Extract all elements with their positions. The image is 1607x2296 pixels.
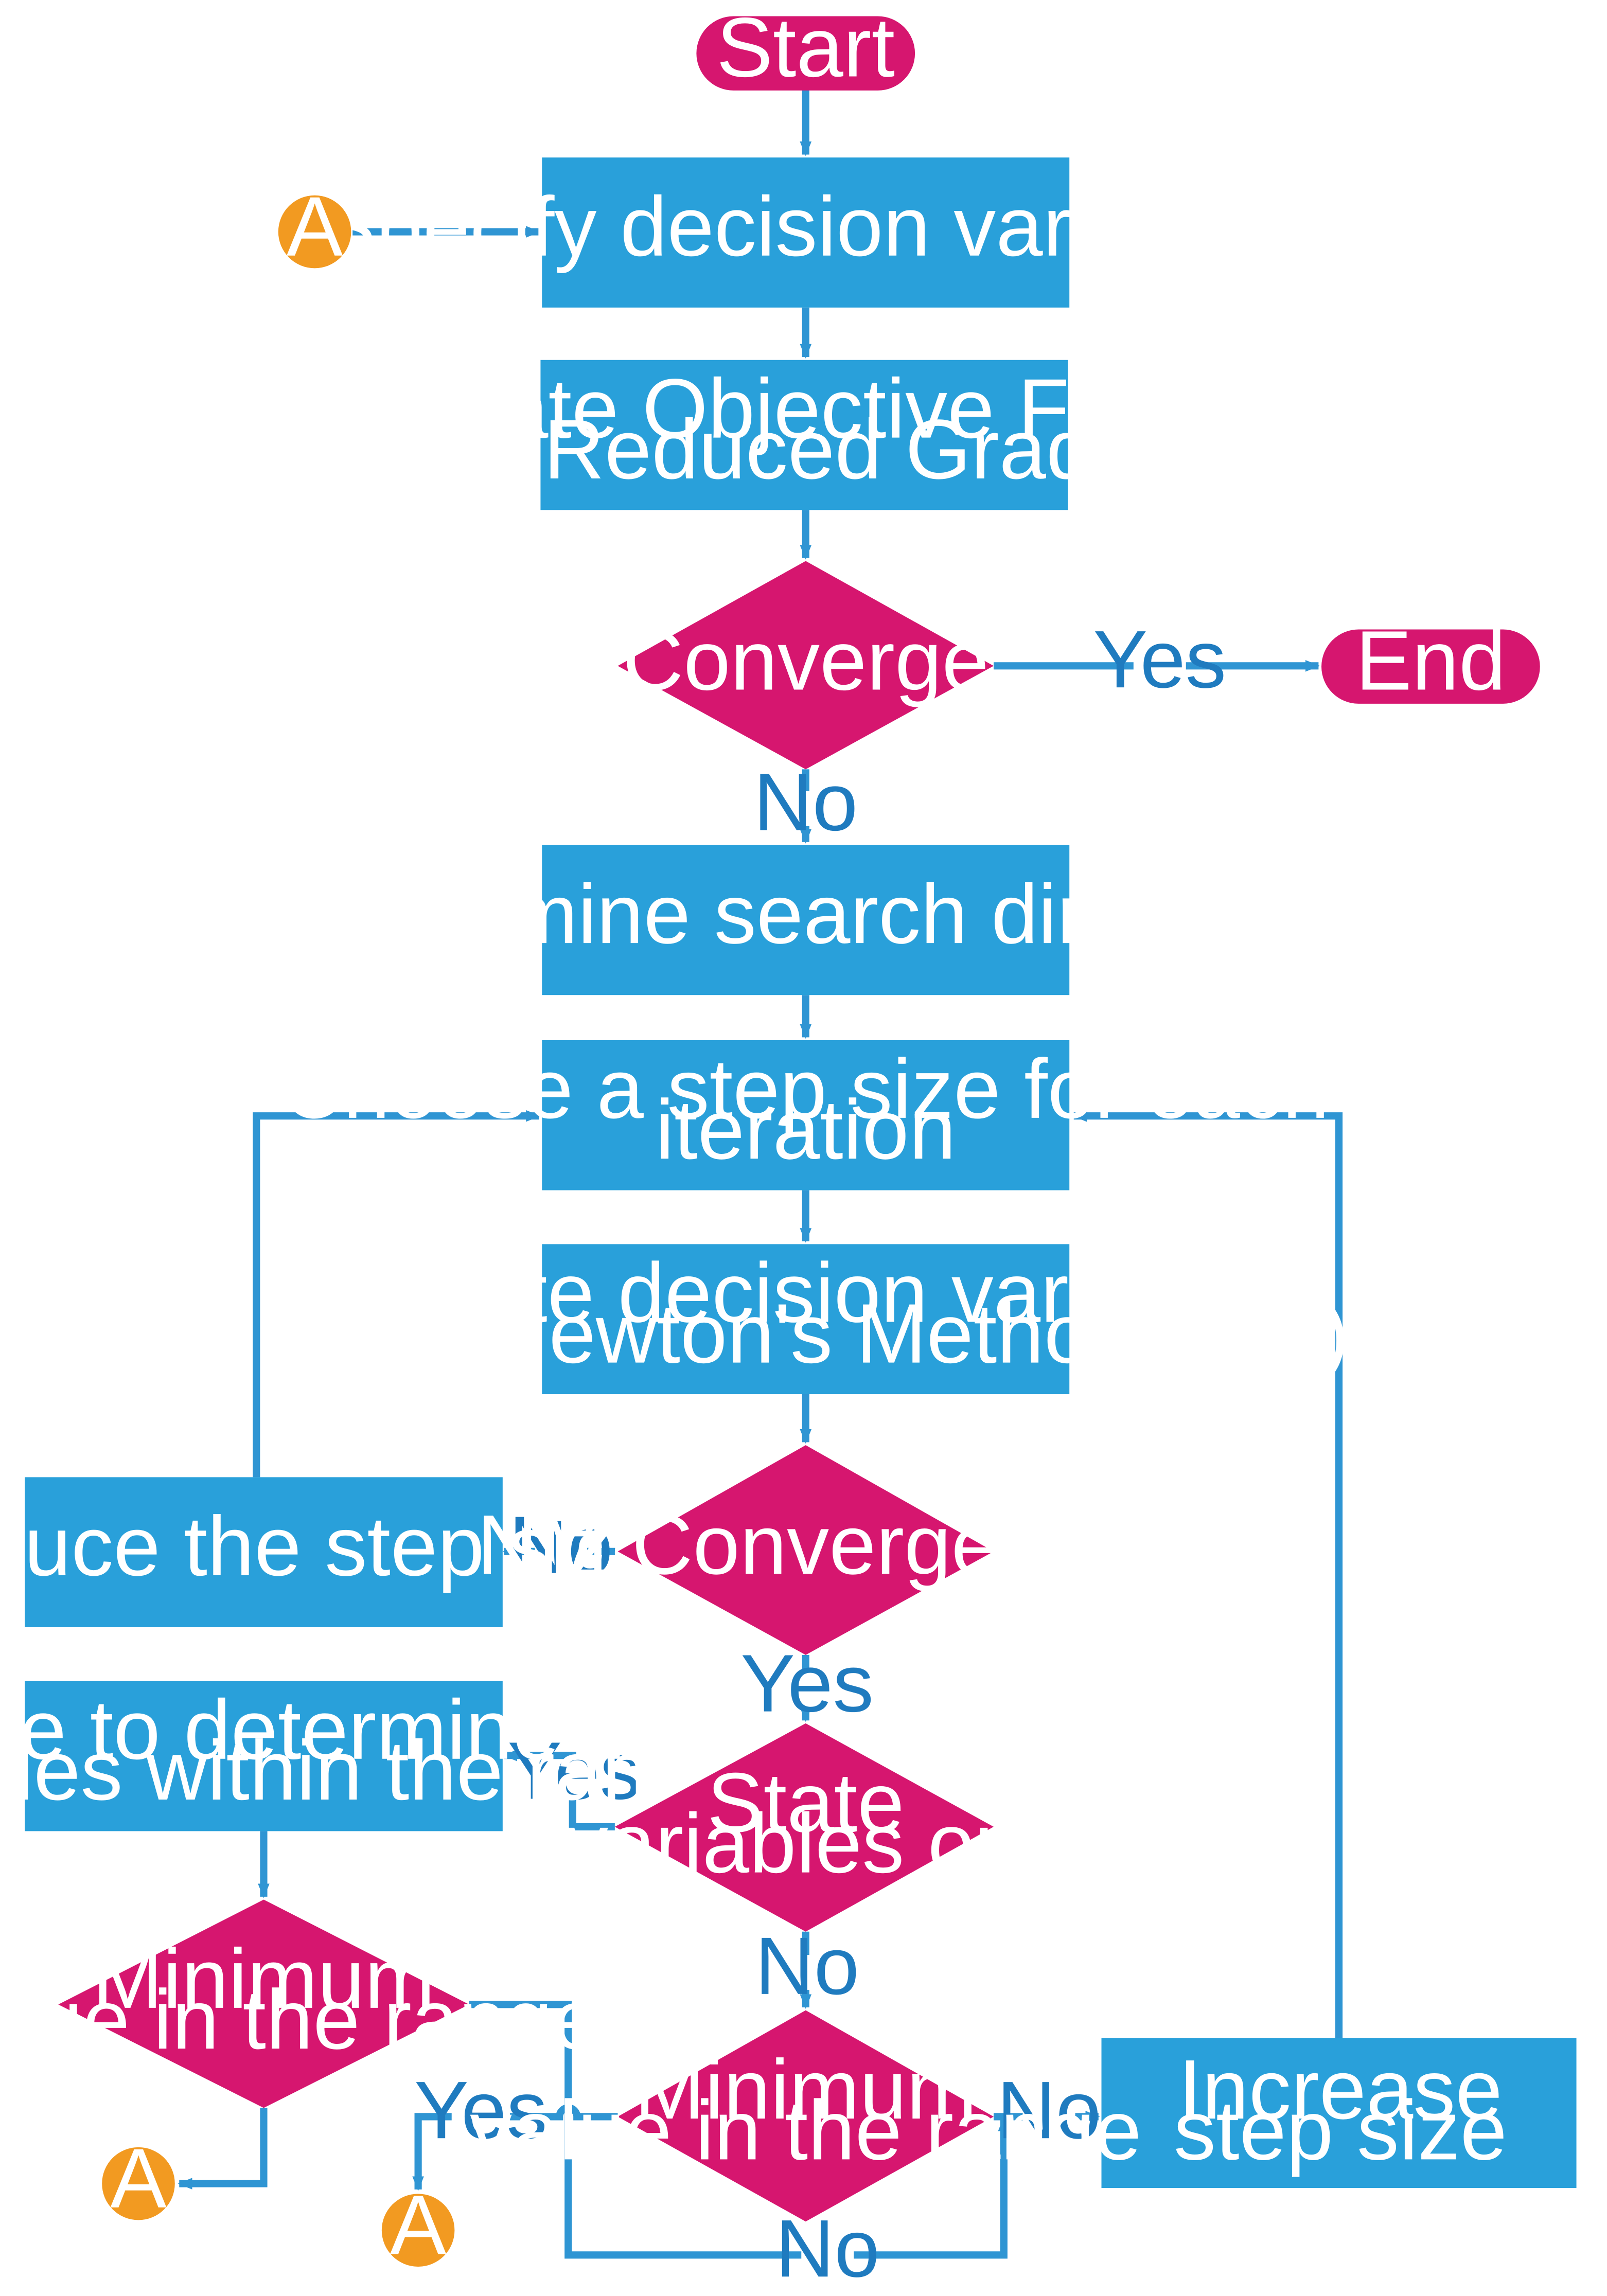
connector-label: A bbox=[390, 2177, 447, 2272]
process-label-line-2: and Reduced Gradient bbox=[379, 402, 1229, 496]
decision-label-line-1: Minimum bbox=[93, 1931, 435, 2026]
decision-label-line-2: variables out bbox=[566, 1796, 1045, 1891]
process-label-line-2: using Newton's Method (NM) bbox=[262, 1286, 1349, 1381]
process-label-line-1: Increase bbox=[1178, 2042, 1503, 2137]
edge-minleft-mincenter bbox=[469, 2001, 1010, 2259]
decision-state-variables-out: State variables out bbox=[566, 1723, 1045, 1932]
process-determine-search-direction: Determine search direction bbox=[301, 845, 1311, 995]
edge-label-converge-yes: Yes bbox=[1093, 613, 1226, 705]
edge-label-center-no: No bbox=[997, 2064, 1101, 2156]
edge-label-left-no: No bbox=[775, 2202, 880, 2294]
process-label: Determine search direction bbox=[301, 866, 1311, 961]
process-update-decision-variables: Update decision variables using Newton's… bbox=[262, 1244, 1349, 1395]
edge-minleft-connector bbox=[178, 2108, 268, 2190]
process-label: Specify decision variables bbox=[320, 179, 1292, 274]
edge-label-state-yes: Yes bbox=[507, 1725, 641, 1817]
process-label-line-1: Iterate to determine the bbox=[0, 1682, 700, 1777]
edge-labels: Yes No No Yes Yes No Yes No No bbox=[414, 613, 1226, 2294]
process-reduce-step-size: Reduce the step size bbox=[0, 1477, 658, 1628]
connector-a-top: A bbox=[278, 179, 351, 274]
terminal-end-label: End bbox=[1355, 613, 1506, 708]
edge-label-center-yes: Yes bbox=[414, 2064, 548, 2156]
edge-reduce-choose bbox=[253, 1110, 541, 1478]
terminal-start: Start bbox=[696, 0, 915, 95]
decision-nm-convergence: NM Convergence bbox=[477, 1445, 1135, 1655]
edge-label-nm-no: No bbox=[509, 1499, 613, 1591]
decision-label: Converge bbox=[623, 613, 989, 708]
edge-label-converge-no: No bbox=[753, 756, 858, 848]
decision-converge: Converge bbox=[617, 561, 994, 770]
connector-a-left: A bbox=[102, 2131, 175, 2226]
edge-increase-choose bbox=[1072, 1110, 1343, 2038]
process-label-line-1: Calculate Objective Function bbox=[267, 361, 1342, 456]
terminal-end: End bbox=[1321, 613, 1540, 708]
connector-label: A bbox=[110, 2131, 167, 2226]
process-label-line-2: iteration bbox=[656, 1082, 956, 1177]
decision-label-line-1: Minimum bbox=[634, 2042, 977, 2137]
decision-label-line-2: value in the range bbox=[0, 1972, 599, 2067]
edge-mincenter-connector bbox=[412, 2104, 618, 2191]
process-calculate-objective: Calculate Objective Function and Reduced… bbox=[267, 360, 1342, 510]
process-choose-step-size: Choose a step size for each iteration bbox=[282, 1040, 1329, 1190]
process-label-line-2: variables within the range bbox=[0, 1723, 743, 1818]
process-iterate-within-range: Iterate to determine the variables withi… bbox=[0, 1681, 743, 1831]
process-increase-step-size: Increase step size bbox=[1101, 2038, 1577, 2188]
decision-label-line-1: State bbox=[707, 1755, 904, 1849]
decision-label-line-2: value in the range bbox=[470, 2083, 1141, 2177]
decision-minimum-left: Minimum value in the range bbox=[0, 1899, 599, 2108]
process-label-line-2: step size bbox=[1174, 2083, 1507, 2177]
decision-minimum-center: Minimum value in the range bbox=[470, 2010, 1141, 2222]
process-label-line-1: Update decision variables bbox=[322, 1245, 1290, 1340]
process-label-line-1: Choose a step size for each bbox=[282, 1041, 1329, 1136]
connector-label: A bbox=[287, 179, 343, 274]
edge-label-state-no: No bbox=[755, 1920, 859, 2012]
decision-label: NM Convergence bbox=[477, 1497, 1135, 1592]
connector-a-mid: A bbox=[381, 2177, 455, 2272]
terminal-start-label: Start bbox=[716, 0, 895, 95]
process-label: Reduce the step size bbox=[0, 1499, 658, 1593]
process-specify-decision-variables: Specify decision variables bbox=[320, 157, 1292, 308]
